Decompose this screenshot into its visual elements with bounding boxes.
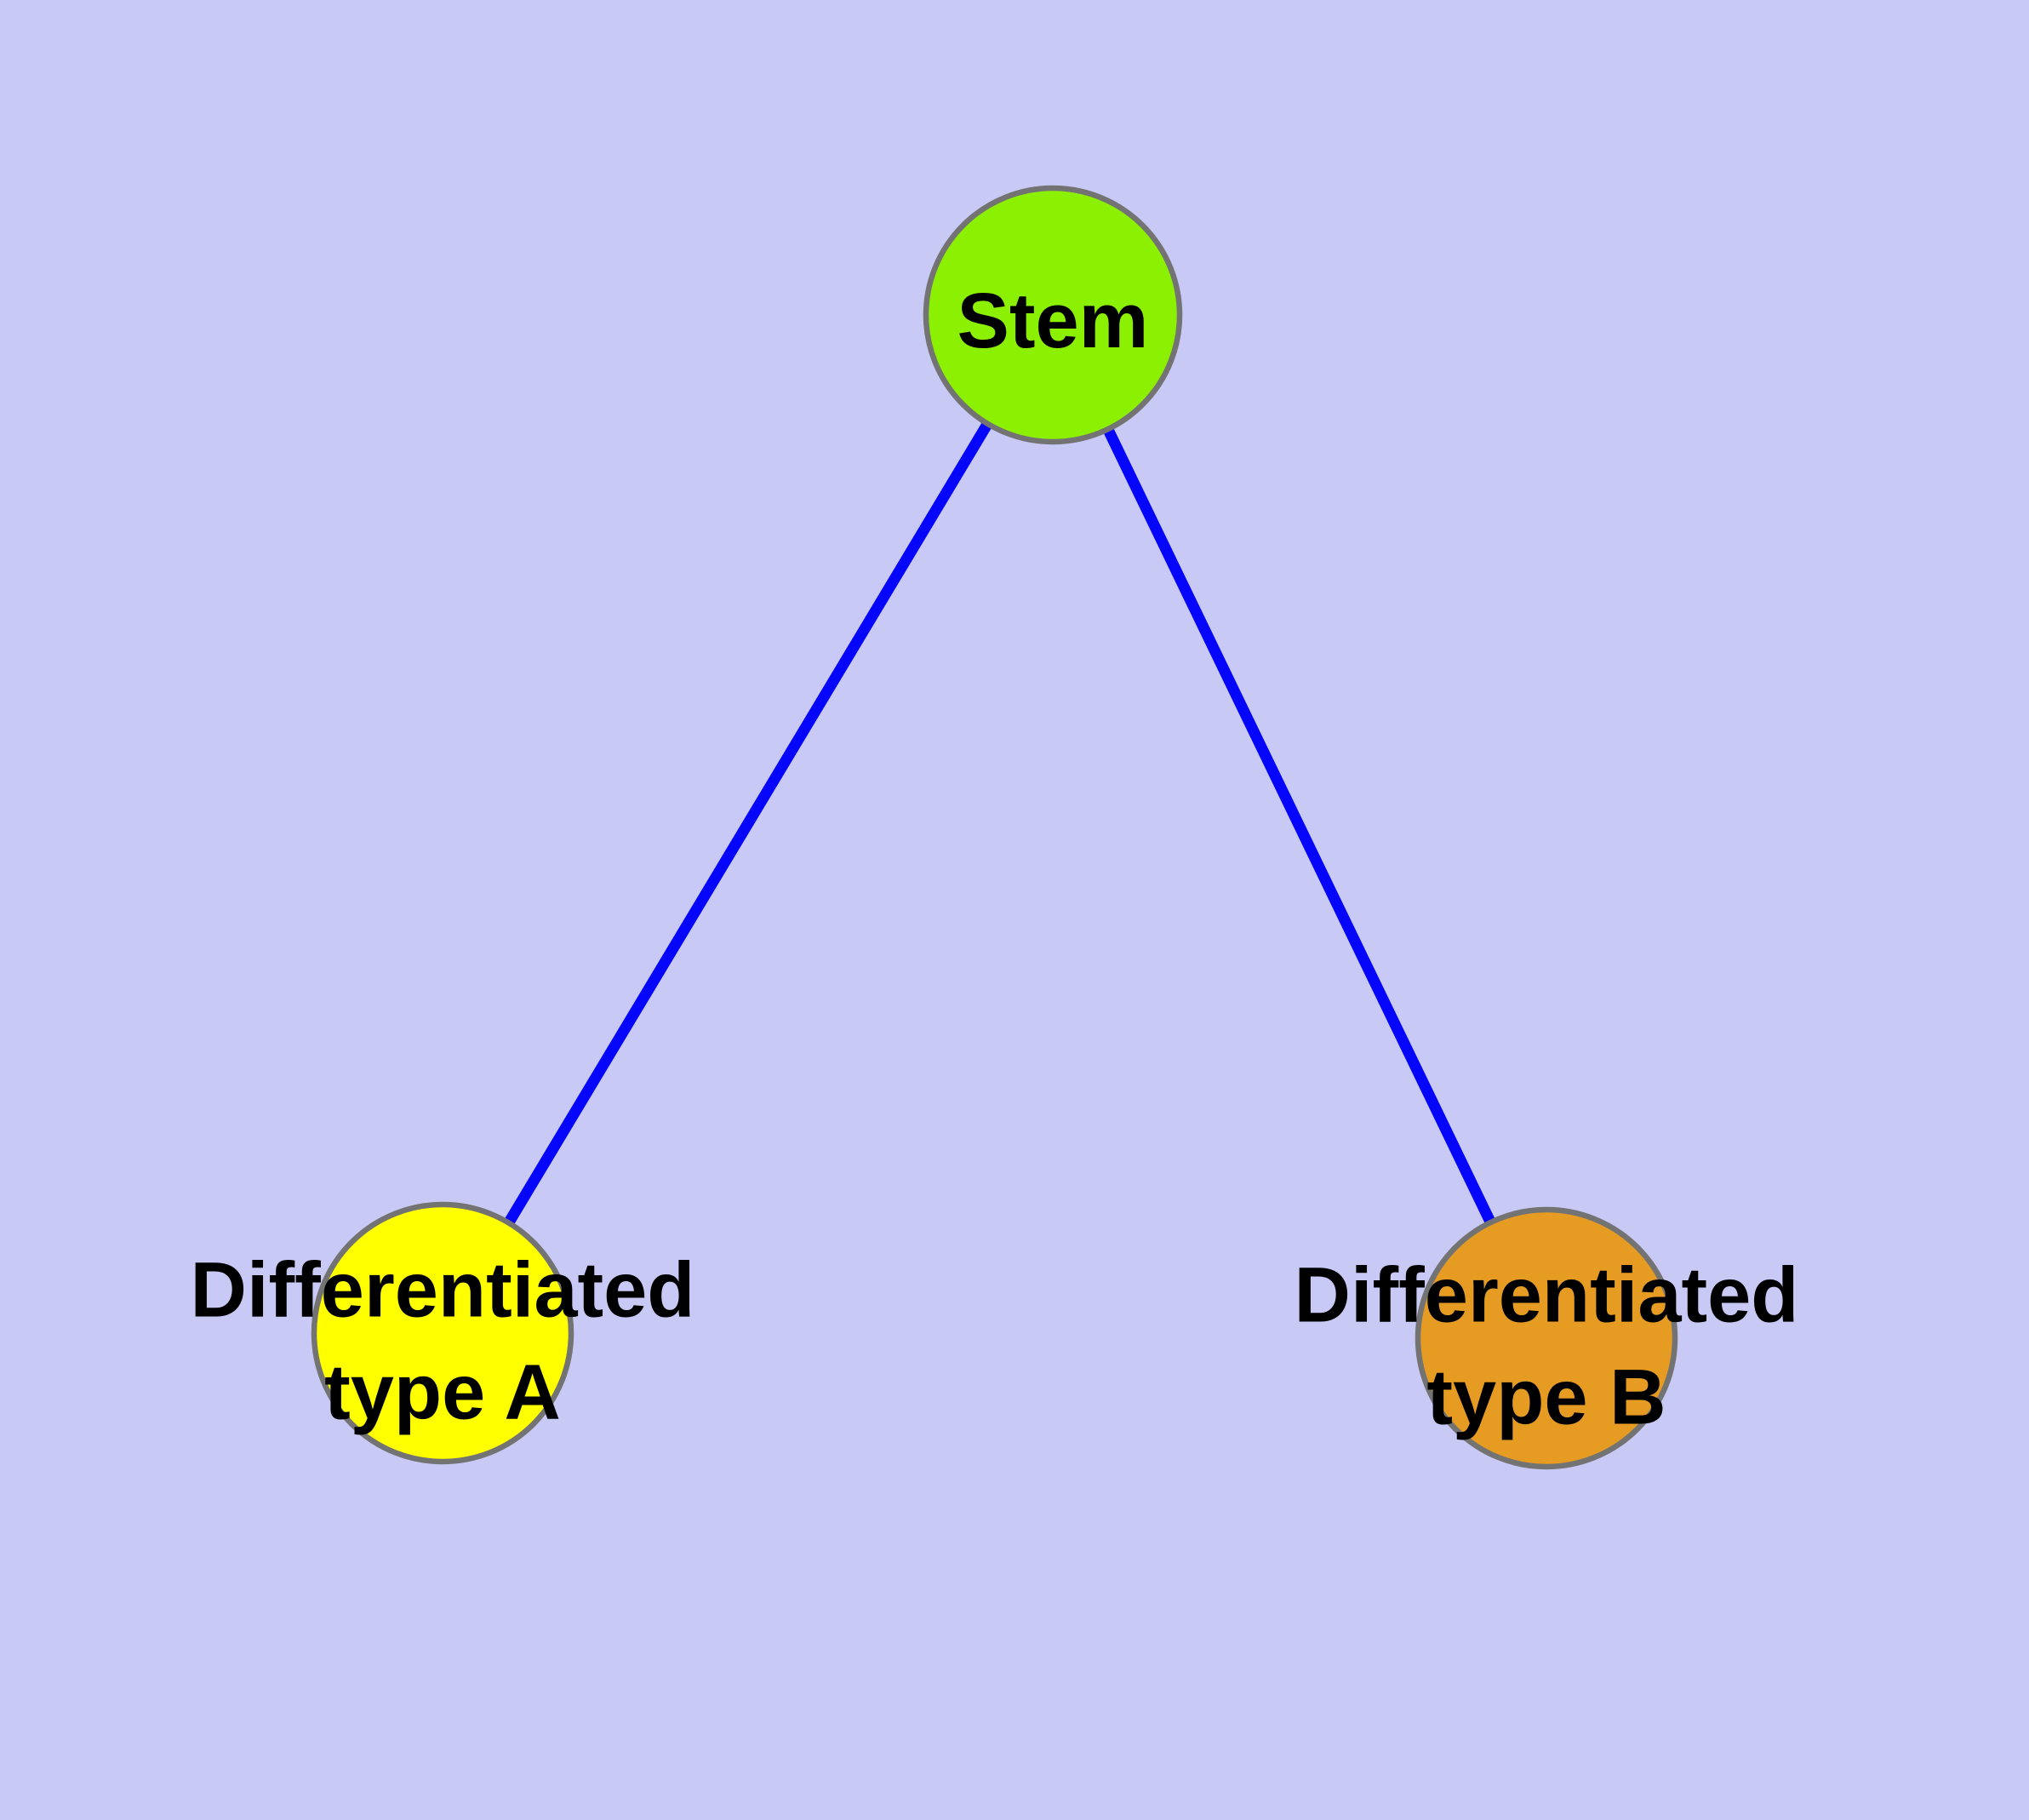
node-differentiated-type-b[interactable] xyxy=(1415,1206,1678,1470)
node-stem-label: Stem xyxy=(957,278,1149,365)
node-differentiated-type-a-label: Differentiated type A xyxy=(190,1246,695,1435)
node-stem[interactable] xyxy=(923,185,1183,445)
edge-stem-to-type-b xyxy=(1048,312,1552,1341)
edge-stem-to-type-a xyxy=(437,312,1058,1336)
node-differentiated-type-a[interactable] xyxy=(311,1201,574,1465)
node-differentiated-type-b-label: Differentiated type B xyxy=(1294,1251,1799,1440)
